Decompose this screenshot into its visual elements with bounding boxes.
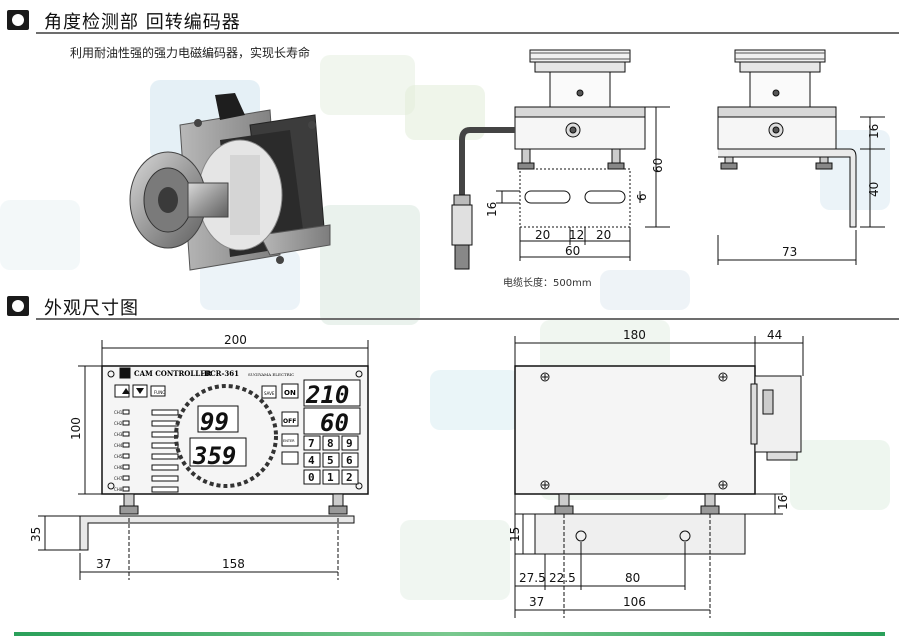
section-title: 角度检测部 回转编码器 [44,12,241,33]
channel-label: CH1 [114,410,123,415]
background-tile [320,55,415,115]
dim-label: 22.5 [549,571,576,585]
enter-button[interactable]: ENTER [283,439,295,443]
dim-label: 37 [529,595,544,609]
display-top: 210 [305,381,349,409]
keypad-key[interactable]: 4 [308,454,315,467]
dim-label: 6 [635,193,649,201]
dim-label: 20 [535,228,550,242]
controller-front-drawing: 200 100 35 37 158 CAM CONTROLLER DCR-361… [30,333,369,580]
channel-label: CH6 [114,465,123,470]
channel-label: CH7 [114,476,123,481]
background-tile [320,205,420,325]
background-tile [0,200,80,270]
section-header: 角度检测部 回转编码器 [0,6,899,34]
dim-label: 12 [569,228,584,242]
dim-label: 35 [30,527,43,542]
bullet-icon [7,296,29,316]
dim-label: 80 [625,571,640,585]
dim-label: 100 [69,417,83,440]
background-tile [430,370,520,430]
channel-label: CH3 [114,432,123,437]
controller-side-drawing: 180 44 16 15 27.5 22.5 80 37 106 [508,328,804,618]
encoder-photo [129,93,331,271]
dim-label: 106 [623,595,646,609]
background-tile [790,440,890,510]
arrow-down-icon[interactable] [136,388,144,394]
channel-label: CH5 [114,454,123,459]
cable-length-caption: 电缆长度：500mm [503,278,592,289]
dim-label: 180 [623,328,646,342]
keypad-key[interactable]: 2 [346,471,353,484]
encoder-front-drawing: 60 6 16 20 12 20 60 [451,49,670,270]
keypad-key[interactable]: 7 [308,437,315,450]
controller-maker: SUGIYAMA ELECTRIC [248,372,294,377]
section-title: 外观尺寸图 [44,298,139,319]
dim-label: 15 [508,527,522,542]
dim-label: 27.5 [519,571,546,585]
dim-label: 44 [767,328,782,342]
controller-model: DCR-361 [204,369,239,378]
keypad-key[interactable]: 8 [327,437,334,450]
keypad-key[interactable]: 9 [346,437,353,450]
dim-label: 40 [867,182,881,197]
bullet-icon [7,10,29,30]
display-center-top: 99 [200,408,229,436]
dim-label: 16 [776,495,790,510]
save-button[interactable]: SAVE [264,391,275,396]
dim-label: 158 [222,557,245,571]
display-center-bottom: 359 [192,442,236,470]
channel-label: CH4 [114,443,123,448]
channel-label: CH2 [114,421,123,426]
dim-label: 60 [565,244,580,258]
section-subtitle: 利用耐油性强的强力电磁编码器，实现长寿命 [70,46,311,60]
header-rule [36,318,899,320]
keypad-key[interactable]: 5 [327,454,334,467]
dim-label: 20 [596,228,611,242]
func-button[interactable]: FUNC [154,390,165,395]
display-mid: 60 [320,409,349,437]
dim-label: 200 [224,333,247,347]
keypad-key[interactable]: 6 [346,454,353,467]
encoder-side-drawing: 16 40 73 [717,49,885,265]
footer-bar [14,632,885,636]
dim-label: 16 [485,202,499,217]
dim-label: 60 [651,158,665,173]
on-button[interactable]: ON [284,389,296,397]
channel-label: CH8 [114,487,123,492]
section-header: 外观尺寸图 [0,292,899,320]
background-tile [600,270,690,310]
dim-label: 37 [96,557,111,571]
keypad-key[interactable]: 0 [308,471,315,484]
keypad-key[interactable]: 1 [327,471,334,484]
dim-label: 73 [782,245,797,259]
arrow-up-icon[interactable] [122,388,130,394]
dim-label: 16 [867,124,881,139]
off-button[interactable]: OFF [283,418,296,425]
background-tile [400,520,510,600]
header-rule [36,32,899,34]
controller-brand: CAM CONTROLLER [134,369,212,378]
